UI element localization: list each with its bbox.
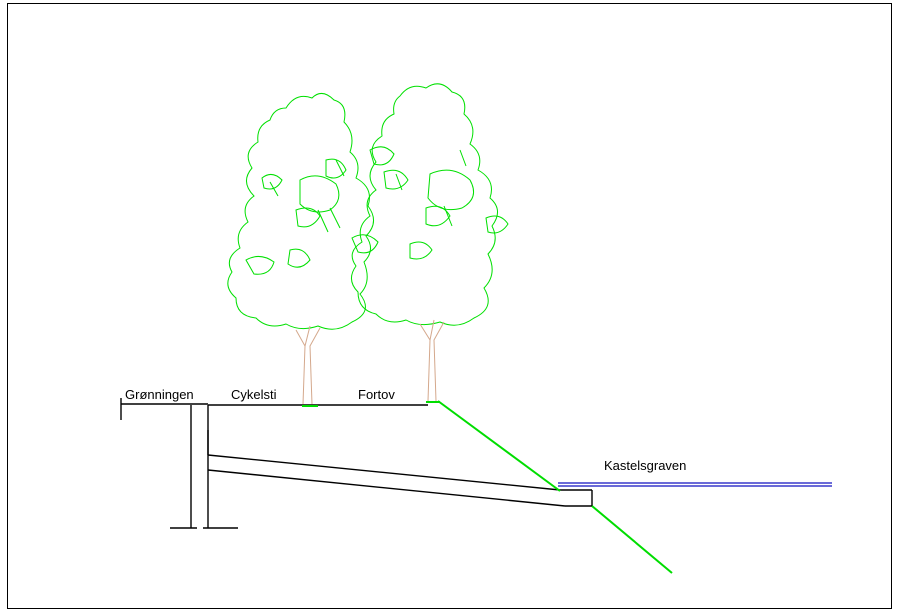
drawing-border [7, 3, 892, 609]
tree-icon [227, 93, 374, 330]
label-gronningen: Grønningen [125, 387, 194, 402]
tree-trunk [295, 319, 445, 405]
label-fortov: Fortov [358, 387, 395, 402]
water-line [558, 482, 832, 487]
label-kastelsgraven: Kastelsgraven [604, 458, 686, 473]
tree-icon [351, 83, 509, 326]
embankment-slope [302, 400, 673, 574]
label-cykelsti: Cykelsti [231, 387, 277, 402]
